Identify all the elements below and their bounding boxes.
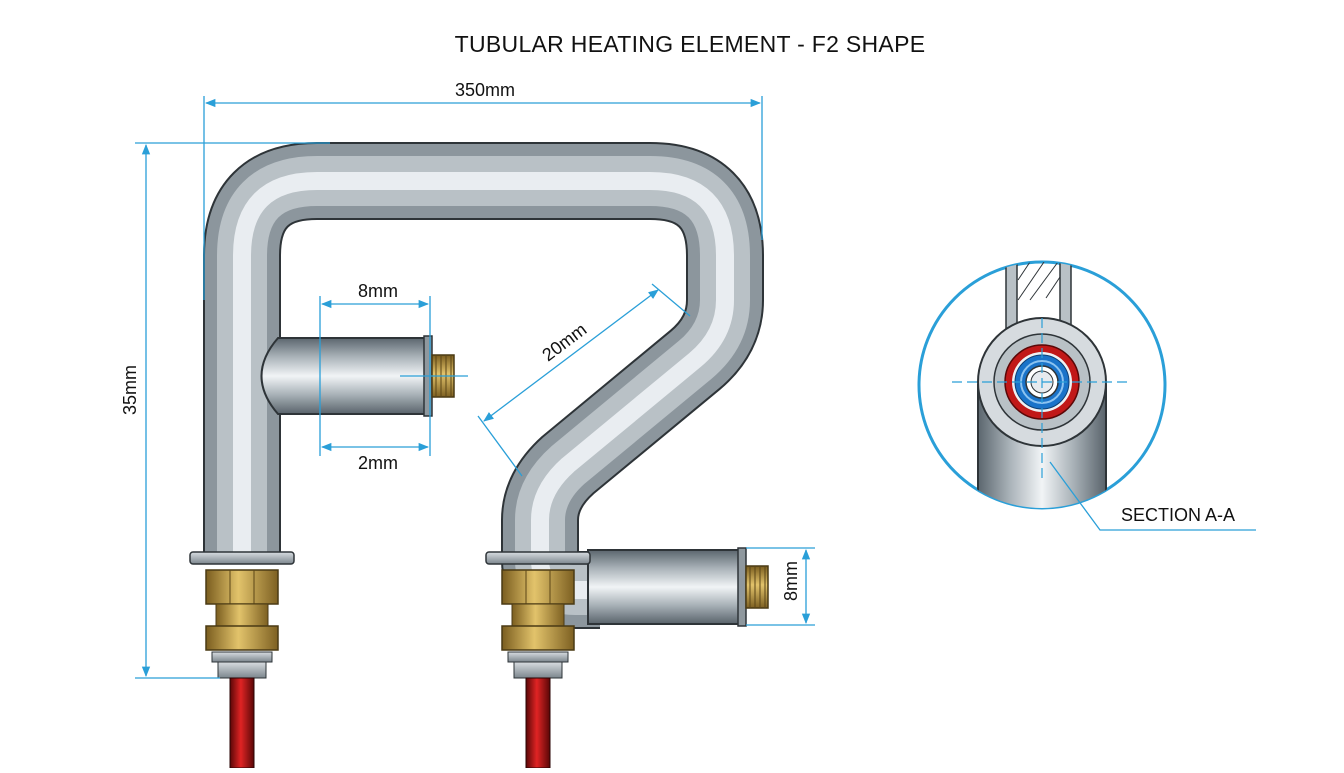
dim-label-diagonal: 20mm [538, 319, 590, 365]
dim-label-branch-bottom: 2mm [358, 453, 398, 473]
dim-label-side: 8mm [781, 561, 801, 601]
dim-line-diagonal [483, 289, 659, 422]
drawing-title: TUBULAR HEATING ELEMENT - F2 SHAPE [455, 31, 926, 57]
section-label: SECTION A-A [1121, 505, 1235, 525]
dim-extension-diagonal-low [477, 415, 523, 477]
dim-label-width: 350mm [455, 80, 515, 100]
dim-extension-diagonal-high [651, 283, 691, 317]
dim-label-branch-top: 8mm [358, 281, 398, 301]
side-terminal-sleeve [587, 547, 769, 627]
left-terminal-fitting [189, 551, 295, 769]
right-terminal-fitting [485, 551, 591, 769]
dim-label-height: 35mm [120, 365, 140, 415]
section-detail [917, 260, 1256, 531]
